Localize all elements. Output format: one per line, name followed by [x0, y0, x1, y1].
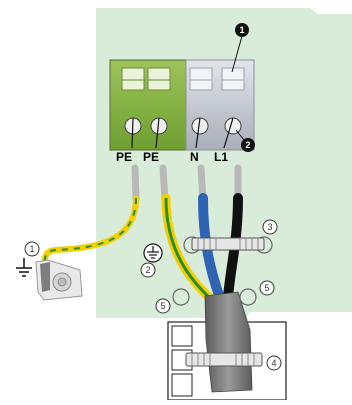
svg-text:1: 1: [29, 244, 34, 254]
terminal-label-l1: L1: [214, 150, 228, 164]
svg-text:5: 5: [264, 283, 269, 293]
pointer-arrows: [131, 117, 234, 149]
terminal-label-pe-1: PE: [116, 150, 132, 164]
svg-text:3: 3: [267, 222, 272, 232]
ground-symbol-icon: [16, 258, 32, 277]
callout-4: 4: [266, 355, 282, 371]
callout-1-top: 1: [231, 23, 249, 73]
cable-clamp-lower: [185, 352, 263, 367]
terminal-block: [109, 59, 255, 151]
terminal-label-n: N: [190, 150, 199, 164]
callout-3: 3: [262, 219, 278, 235]
cable-sheath: [204, 291, 253, 393]
terminal-label-pe-2: PE: [143, 150, 159, 164]
terminal-screw: [224, 117, 242, 135]
callout-5-left: 5: [155, 298, 171, 314]
svg-text:1: 1: [239, 25, 244, 35]
callout-1-left: 1: [24, 241, 40, 257]
svg-text:4: 4: [271, 358, 276, 368]
mounting-hole-right: [239, 288, 257, 306]
callout-2-left: 2: [140, 262, 156, 278]
ground-circle-icon: [143, 243, 163, 263]
mounting-hole-left: [172, 288, 190, 306]
cable-clamp-upper: [183, 236, 273, 254]
ground-clamp: [35, 259, 83, 301]
svg-text:2: 2: [145, 265, 150, 275]
callout-5-right: 5: [259, 280, 275, 296]
l-wire: [223, 193, 243, 303]
svg-text:2: 2: [245, 140, 250, 150]
n-wire: [198, 193, 225, 303]
callout-2-right: 2: [235, 129, 255, 152]
svg-text:5: 5: [160, 301, 165, 311]
